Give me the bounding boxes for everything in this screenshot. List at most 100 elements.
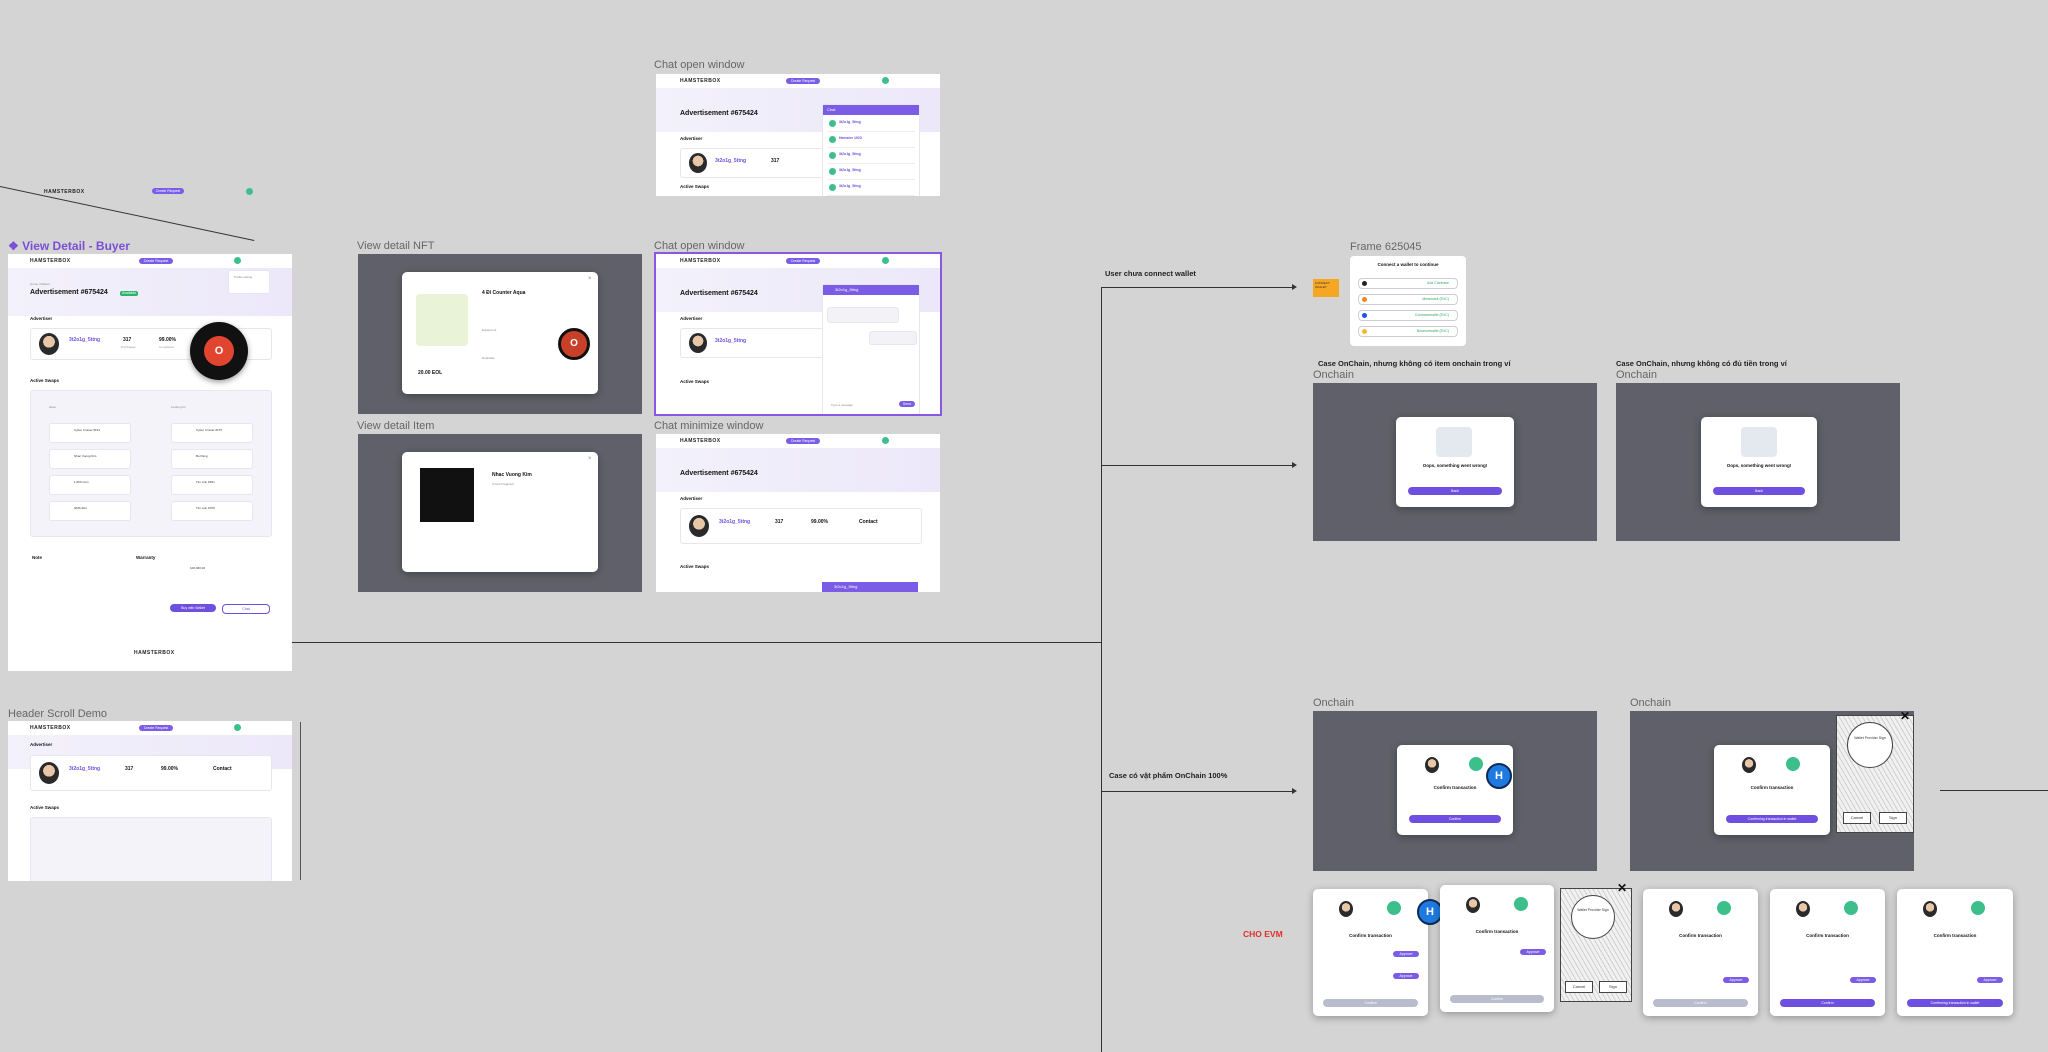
advertiser-name[interactable]: 3t2o1g_5ttng (715, 158, 747, 164)
swap-item[interactable]: Cyber Cruiser #175 (171, 423, 253, 443)
sketch-cancel-button[interactable]: Cancel (1843, 812, 1871, 824)
user-avatar[interactable] (882, 257, 889, 264)
approve-button[interactable]: Approve (1723, 977, 1749, 983)
create-request-button[interactable]: Create Request (786, 78, 820, 84)
sketch-sign-button[interactable]: Sign (1599, 981, 1627, 993)
user-avatar[interactable] (234, 257, 241, 264)
stat-purchased: 317 (125, 766, 134, 772)
seller-avatar (1923, 901, 1937, 917)
approve-button[interactable]: Approve (1393, 973, 1419, 979)
advertiser-avatar (39, 333, 59, 355)
chat-message (827, 307, 899, 323)
connector-to-wallet (1101, 287, 1294, 288)
user-avatar[interactable] (882, 77, 889, 84)
close-icon[interactable]: × (588, 456, 592, 462)
swap-item-name: Bo Pang (196, 454, 208, 458)
buy-with-wallet-button[interactable]: Buy with Wallet (170, 604, 216, 612)
confirm-button[interactable]: Confirm (1409, 815, 1501, 823)
user-avatar[interactable] (234, 724, 241, 731)
advertiser-card: 3t2o1g_5ttng 317 99.00% Contact (680, 508, 922, 544)
seller-avatar (1742, 757, 1756, 773)
logo: HAMSTERBOX (30, 725, 71, 731)
frame-chat-open-1: HAMSTERBOX Create Request Advertisement … (656, 74, 940, 196)
approve-button[interactable]: Approve (1520, 949, 1546, 955)
frame-onchain-confirm-1: Confirm transaction Confirm H (1313, 711, 1597, 871)
breadcrumb[interactable]: Home / Market (30, 282, 50, 286)
swap-item[interactable]: Nhac Vuong Kim (49, 449, 131, 469)
create-request-button[interactable]: Create Request (786, 258, 820, 264)
confirm-button[interactable]: Confirm (1323, 999, 1418, 1007)
frame-view-detail-nft: 4 Đi Counter Aqua Equipment Duplicate 20… (358, 254, 642, 414)
advertiser-name[interactable]: 3t2o1g_5ttng (719, 519, 751, 525)
advertiser-avatar (689, 515, 709, 537)
wallet-option[interactable]: Coinbasewallet (EVC) (1358, 310, 1458, 321)
create-request-button[interactable]: Create Request (139, 258, 173, 264)
confirm-button[interactable]: Confirm (1450, 995, 1544, 1003)
confirm-modal: Confirm transaction Confirming transacti… (1714, 745, 1830, 835)
wallet-option[interactable]: Binancewallet (EVC) (1358, 326, 1458, 337)
create-request-button[interactable]: Create Request (786, 438, 820, 444)
close-icon[interactable]: ✕ (1900, 711, 1911, 723)
approve-button[interactable]: Approve (1977, 977, 2003, 983)
wallet-option[interactable]: Add Coinbase (1358, 278, 1458, 289)
nft-price: 20.00 EOL (418, 370, 443, 376)
looking-for-label: Looking for (171, 405, 186, 409)
swap-item-name: Cyber Cruiser #191 (74, 428, 101, 432)
sketch-cancel-button[interactable]: Cancel (1565, 981, 1593, 993)
stat-purchased: 317 (771, 158, 780, 164)
advertiser-name[interactable]: 3t2o1g_5ttng (69, 766, 101, 772)
close-icon[interactable]: ✕ (1617, 881, 1628, 895)
chat-row[interactable]: 3t2o1g_5ttng (827, 117, 915, 132)
swap-item[interactable]: Cyber Cruiser #191 (49, 423, 131, 443)
chat-row[interactable]: 3t2o1g_5ttng (827, 149, 915, 164)
chat-avatar (829, 120, 836, 127)
confirming-button[interactable]: Confirming transaction in wallet (1907, 999, 2003, 1007)
wallet-option[interactable]: Metamask (EVC) (1358, 294, 1458, 305)
swap-item[interactable]: Bo Pang (171, 449, 253, 469)
confirm-button[interactable]: Confirm (1780, 999, 1875, 1007)
confirming-button[interactable]: Confirming transaction in wallet (1726, 815, 1818, 823)
chat-avatar (829, 152, 836, 159)
contact-label: Contact (213, 766, 232, 772)
error-back-button[interactable]: Back (1713, 487, 1805, 495)
profile-setting-item[interactable]: Profile setting (234, 275, 253, 279)
floating-logo: HAMSTERBOX (44, 189, 85, 195)
confirm-button[interactable]: Confirm (1653, 999, 1748, 1007)
chat-input[interactable]: Type a message (831, 403, 854, 407)
chat-row[interactable]: 3t2o1g_5ttng (827, 181, 915, 196)
buyer-avatar (1971, 901, 1985, 915)
user-avatar[interactable] (882, 437, 889, 444)
approve-button[interactable]: Approve (1393, 951, 1419, 957)
floating-create-button[interactable]: Create Request (152, 188, 184, 194)
sketch-sign-button[interactable]: Sign (1879, 812, 1907, 824)
chat-row-name: Hamster 1923 (839, 136, 862, 140)
connector-to-onchain (1101, 465, 1294, 466)
chat-minimized-bar[interactable]: 3t2o1g_5ttng (822, 582, 918, 592)
advertiser-heading: Advertiser (680, 496, 703, 501)
advertiser-name[interactable]: 3t2o1g_5ttng (715, 338, 747, 344)
wallet-option-label: Binancewallet (EVC) (1416, 329, 1449, 333)
frame-label-view-detail-nft: View detail NFT (357, 240, 435, 252)
chat-row[interactable]: Hamster 1923 (827, 133, 915, 148)
chat-button[interactable]: Chat (222, 604, 270, 614)
note-case-no-item: Case OnChain, nhưng không có item onchai… (1318, 359, 1511, 368)
h-badge: H (1486, 763, 1512, 789)
swap-item[interactable]: Tim coin #451 (171, 475, 253, 495)
create-request-button[interactable]: Create Request (139, 725, 173, 731)
frame-label-text: View Detail - Buyer (22, 239, 130, 253)
buyer-avatar (1717, 901, 1731, 915)
frame-label-chat-open-1: Chat open window (654, 59, 745, 71)
chat-row[interactable]: 3t2o1g_5ttng (827, 165, 915, 180)
error-back-button[interactable]: Back (1408, 487, 1502, 495)
close-icon[interactable]: × (588, 276, 592, 282)
page-title: Advertisement #675424 (680, 470, 758, 477)
advertiser-name[interactable]: 3t2o1g_5ttng (69, 337, 101, 343)
swap-item[interactable]: 1,000 Coin (49, 475, 131, 495)
swap-item[interactable]: HMS 0Hz (49, 501, 131, 521)
chat-send-button[interactable]: Send (899, 401, 915, 407)
stat-completion-label: Completion (159, 345, 175, 349)
confirm-title: Confirm transaction (1806, 933, 1849, 938)
swap-item[interactable]: Tim coin #766 (171, 501, 253, 521)
frame-onchain-error-1: Oops, something went wrong! Back (1313, 383, 1597, 541)
approve-button[interactable]: Approve (1850, 977, 1876, 983)
